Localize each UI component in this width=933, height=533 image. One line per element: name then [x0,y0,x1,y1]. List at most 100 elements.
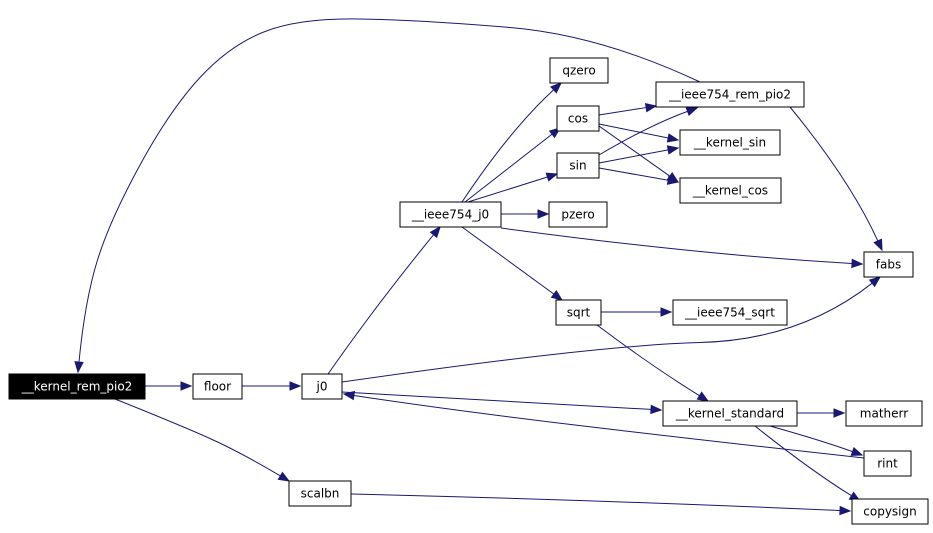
node-label: floor [204,380,231,394]
edge-line [598,110,688,156]
node-qzero[interactable]: qzero [549,57,609,84]
arrowhead-icon [666,175,680,185]
node-box [679,129,781,156]
node-label: j0 [316,380,328,394]
arrowhead-icon [696,391,710,402]
node-label: __kernel_sin [693,136,766,150]
edge-line [350,493,841,512]
node-box [662,400,798,427]
node-box [548,201,608,228]
node-ieee754-sqrt[interactable]: __ieee754_sqrt [672,299,788,326]
edge-line [598,123,669,139]
node-box [679,177,782,204]
edge-line [596,324,700,397]
node-kernel-rem-pio2[interactable]: __kernel_rem_pio2 [8,373,146,400]
edge-line [598,167,669,181]
arrowhead-icon [873,238,883,252]
node-label: sqrt [567,306,591,320]
node-label: fabs [876,258,901,272]
edge-floor-to-j0 [242,381,302,391]
edge-line [327,234,435,375]
edge-sin-to-kernel_cos [598,167,680,185]
node-box [672,299,788,326]
node-box [863,251,914,278]
edge-kernel_rem_pio2-to-floor [145,381,193,391]
edge-line [598,107,647,116]
node-sin[interactable]: sin [556,152,600,179]
arrowhead-icon [429,225,441,239]
node-box [555,299,602,326]
edge-sqrt-to-ieee754_sqrt [601,307,673,317]
arrowhead-icon [644,102,658,113]
node-floor[interactable]: floor [192,373,243,400]
node-box [549,57,609,84]
node-copysign[interactable]: copysign [851,498,929,525]
arrowhead-icon [180,381,193,391]
edge-line [769,425,853,453]
edge-cos-to-kernel_cos [598,125,680,183]
edge-cos-to-kernel_sin [598,123,680,143]
node-pzero[interactable]: pzero [548,201,608,228]
edge-line [789,106,879,242]
arrowhead-icon [666,133,680,143]
node-sqrt[interactable]: sqrt [555,299,602,326]
edge-line [464,133,553,203]
node-rint[interactable]: rint [863,450,912,477]
node-box [288,480,352,507]
node-box [301,373,343,400]
node-kernel-sin[interactable]: __kernel_sin [679,129,781,156]
edge-line [754,425,852,497]
edge-scalbn-to-copysign [350,493,852,516]
node-j0[interactable]: j0 [301,373,343,400]
edge-line [114,398,281,477]
arrowhead-icon [550,82,562,94]
node-label: rint [877,457,898,471]
edge-line [78,18,701,363]
edge-line [461,226,555,295]
arrowhead-icon [342,390,356,401]
node-label: copysign [863,505,916,519]
edge-line [598,149,669,164]
node-label: matherr [860,407,908,421]
node-ieee754-rem-pio2[interactable]: __ieee754_rem_pio2 [655,81,805,108]
node-box [556,152,600,179]
arrowhead-icon [850,447,864,456]
arrowhead-icon [650,404,663,415]
edge-line [500,227,853,264]
node-kernel-cos[interactable]: __kernel_cos [679,177,782,204]
node-label: __kernel_rem_pio2 [21,380,133,394]
node-matherr[interactable]: matherr [845,400,923,427]
node-label: __ieee754_j0 [411,208,489,222]
node-ieee754-j0[interactable]: __ieee754_j0 [399,201,502,228]
edge-ieee754_rem_pio2-to-fabs [789,106,883,252]
edge-line [341,391,652,410]
edge-line [467,176,548,203]
edge-sqrt-to-kernel_standard [596,324,710,402]
edge-ieee754_j0-to-fabs [500,227,864,269]
edge-ieee754_j0-to-pzero [501,209,550,219]
arrowhead-icon [74,361,84,374]
edge-ieee754_j0-to-cos [464,127,562,203]
edge-line [353,394,865,459]
node-label: sin [569,159,586,173]
node-label: scalbn [301,487,340,501]
node-cos[interactable]: cos [556,105,600,132]
edge-line [341,282,873,383]
node-fabs[interactable]: fabs [863,251,914,278]
edge-kernel_standard-to-rint [769,425,864,456]
node-kernel-standard[interactable]: __kernel_standard [662,400,798,427]
node-box [399,201,502,228]
node-scalbn[interactable]: scalbn [288,480,352,507]
arrowhead-icon [868,276,882,288]
arrowhead-icon [289,381,302,391]
edge-rint-to-j0 [342,390,865,459]
edge-ieee754_j0-to-sqrt [461,226,564,301]
edge-ieee754_j0-to-sin [467,172,559,203]
arrowhead-icon [660,307,673,317]
edge-sin-to-ieee754_rem_pio2 [598,107,699,156]
edge-line [598,125,671,177]
node-box [863,450,912,477]
edge-j0-to-ieee754_j0 [327,225,441,375]
edge-line [461,89,554,203]
arrowhead-icon [851,258,864,269]
